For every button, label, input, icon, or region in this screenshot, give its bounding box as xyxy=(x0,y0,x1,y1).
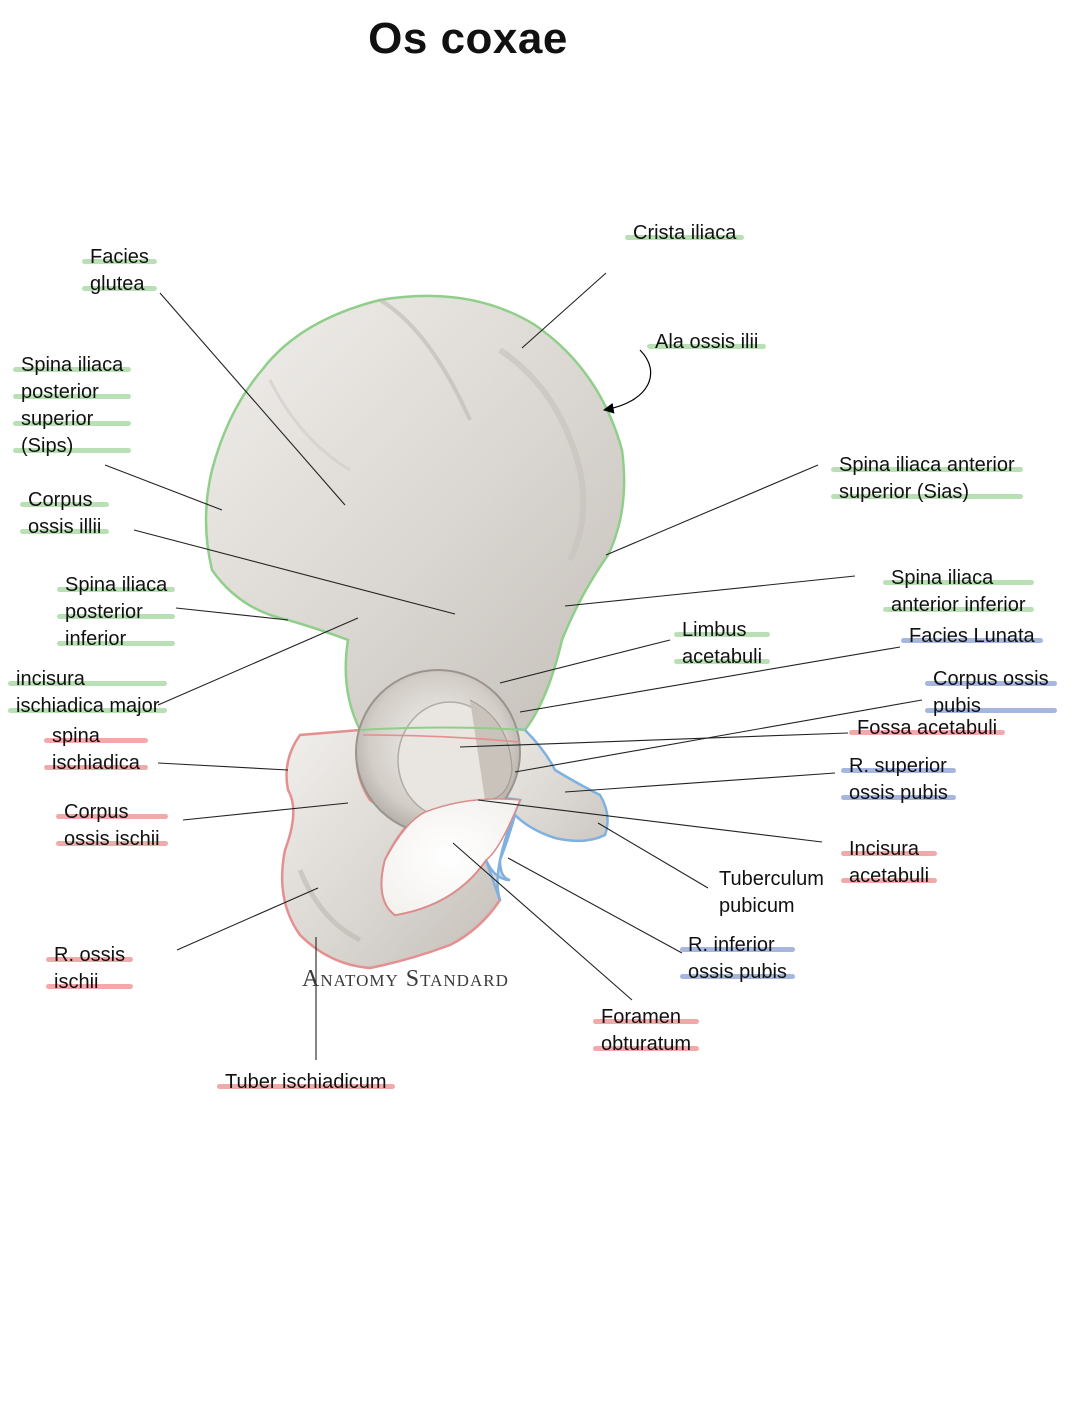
label-line: Corpus xyxy=(56,799,168,826)
label-line: Incisura xyxy=(840,836,938,863)
ala-ossis-ilii-arrow xyxy=(602,349,652,414)
label-line: Corpus ossis xyxy=(925,666,1057,693)
label-line: Spina iliaca xyxy=(883,565,1034,592)
page-title: Os coxae xyxy=(368,14,568,63)
label-line: pubis xyxy=(925,693,1057,720)
label-fossa-acetabuli: Fossa acetabuli xyxy=(848,715,1006,742)
label-line: Fossa acetabuli xyxy=(848,715,1006,742)
label-line: obturatum xyxy=(592,1031,700,1058)
label-line: spina xyxy=(44,723,148,750)
label-facies-lunata: Facies Lunata xyxy=(901,623,1043,650)
label-line: ischiadica major xyxy=(7,693,168,720)
label-line: superior xyxy=(12,406,132,433)
label-line: posterior xyxy=(12,379,132,406)
label-line: acetabuli xyxy=(840,863,938,890)
label-line: Ala ossis ilii xyxy=(646,329,767,356)
label-line: Foramen xyxy=(592,1004,700,1031)
label-line: R. superior xyxy=(841,753,956,780)
label-line: Facies Lunata xyxy=(901,623,1043,650)
label-tuberculum-pubicum: Tuberculum pubicum xyxy=(719,866,824,920)
label-line: superior (Sias) xyxy=(831,479,1023,506)
label-line: ossis pubis xyxy=(841,780,956,807)
label-line: ossis illii xyxy=(19,514,110,541)
label-line: Facies xyxy=(82,244,157,271)
label-line: posterior xyxy=(56,599,176,626)
label-line: R. ossis xyxy=(45,942,134,969)
label-line: incisura xyxy=(7,666,168,693)
label-line: (Sips) xyxy=(12,433,132,460)
acetabulum xyxy=(355,669,526,835)
label-line: Spina iliaca xyxy=(12,352,132,379)
watermark: Anatomy Standard xyxy=(302,966,509,992)
label-line: Limbus xyxy=(673,617,771,644)
label-line: Spina iliaca xyxy=(56,572,176,599)
label-line: Corpus xyxy=(19,487,110,514)
label-line: Crista iliaca xyxy=(624,220,745,247)
leader-lines xyxy=(104,272,923,1060)
label-line: acetabuli xyxy=(673,644,771,671)
label-crista-iliaca: Crista iliaca xyxy=(624,220,745,247)
label-line: ischii xyxy=(45,969,134,996)
label-line: Spina iliaca anterior xyxy=(831,452,1023,479)
bone-ilium xyxy=(204,294,626,732)
label-line: inferior xyxy=(56,626,176,653)
label-line: anterior inferior xyxy=(883,592,1034,619)
label-line: Tuberculum xyxy=(719,868,824,890)
label-tuber-ischiadicum: Tuber ischiadicum xyxy=(217,1069,395,1096)
label-line: R. inferior xyxy=(680,932,795,959)
label-line: Tuber ischiadicum xyxy=(217,1069,395,1096)
label-line: ossis ischii xyxy=(56,826,168,853)
label-line: ossis pubis xyxy=(680,959,795,986)
label-line: pubicum xyxy=(719,895,795,917)
label-ala-ossis-ilii: Ala ossis ilii xyxy=(646,329,767,356)
label-line: glutea xyxy=(82,271,157,298)
foramen-obturatum-shape xyxy=(380,798,522,916)
label-line: ischiadica xyxy=(44,750,148,777)
